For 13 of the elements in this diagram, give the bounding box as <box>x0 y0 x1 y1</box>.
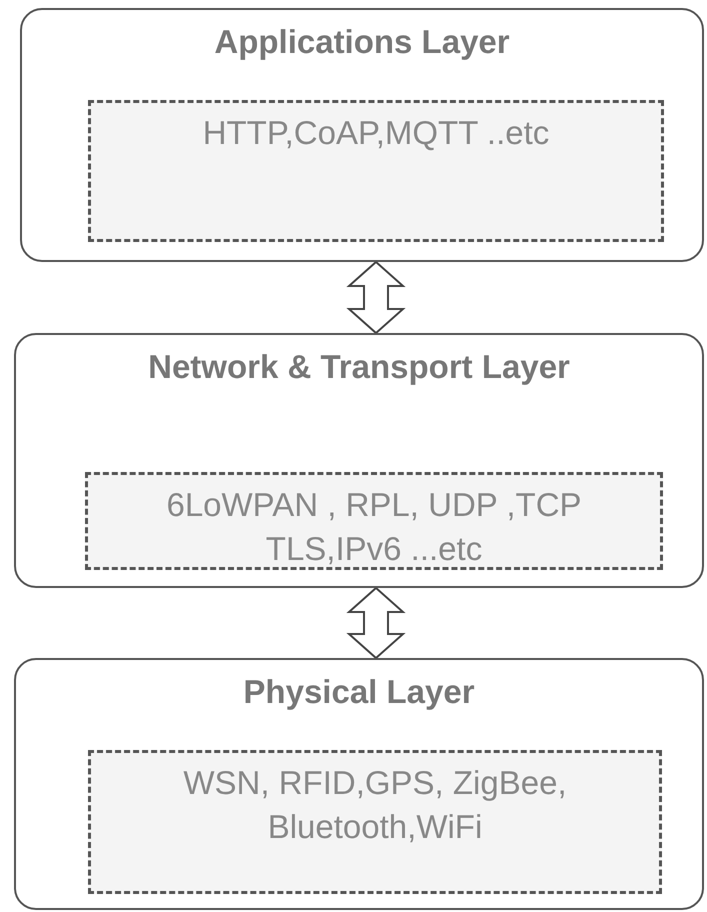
protocol-list: 6LoWPAN , RPL, UDP ,TCP TLS,IPv6 ...etc <box>88 483 660 571</box>
double-arrow <box>346 260 406 334</box>
protocol-list: HTTP,CoAP,MQTT ..etc <box>91 111 661 155</box>
layer-box <box>14 333 704 588</box>
double-arrow <box>346 586 406 660</box>
protocol-box <box>88 750 662 894</box>
layer-title: Network & Transport Layer <box>147 347 571 387</box>
protocol-box <box>88 100 664 242</box>
layer-title: Applications Layer <box>213 22 511 62</box>
protocol-list: WSN, RFID,GPS, ZigBee, Bluetooth,WiFi <box>91 761 659 849</box>
layer-box <box>20 8 704 262</box>
layer-box <box>14 658 704 910</box>
layer-title: Physical Layer <box>242 672 476 712</box>
